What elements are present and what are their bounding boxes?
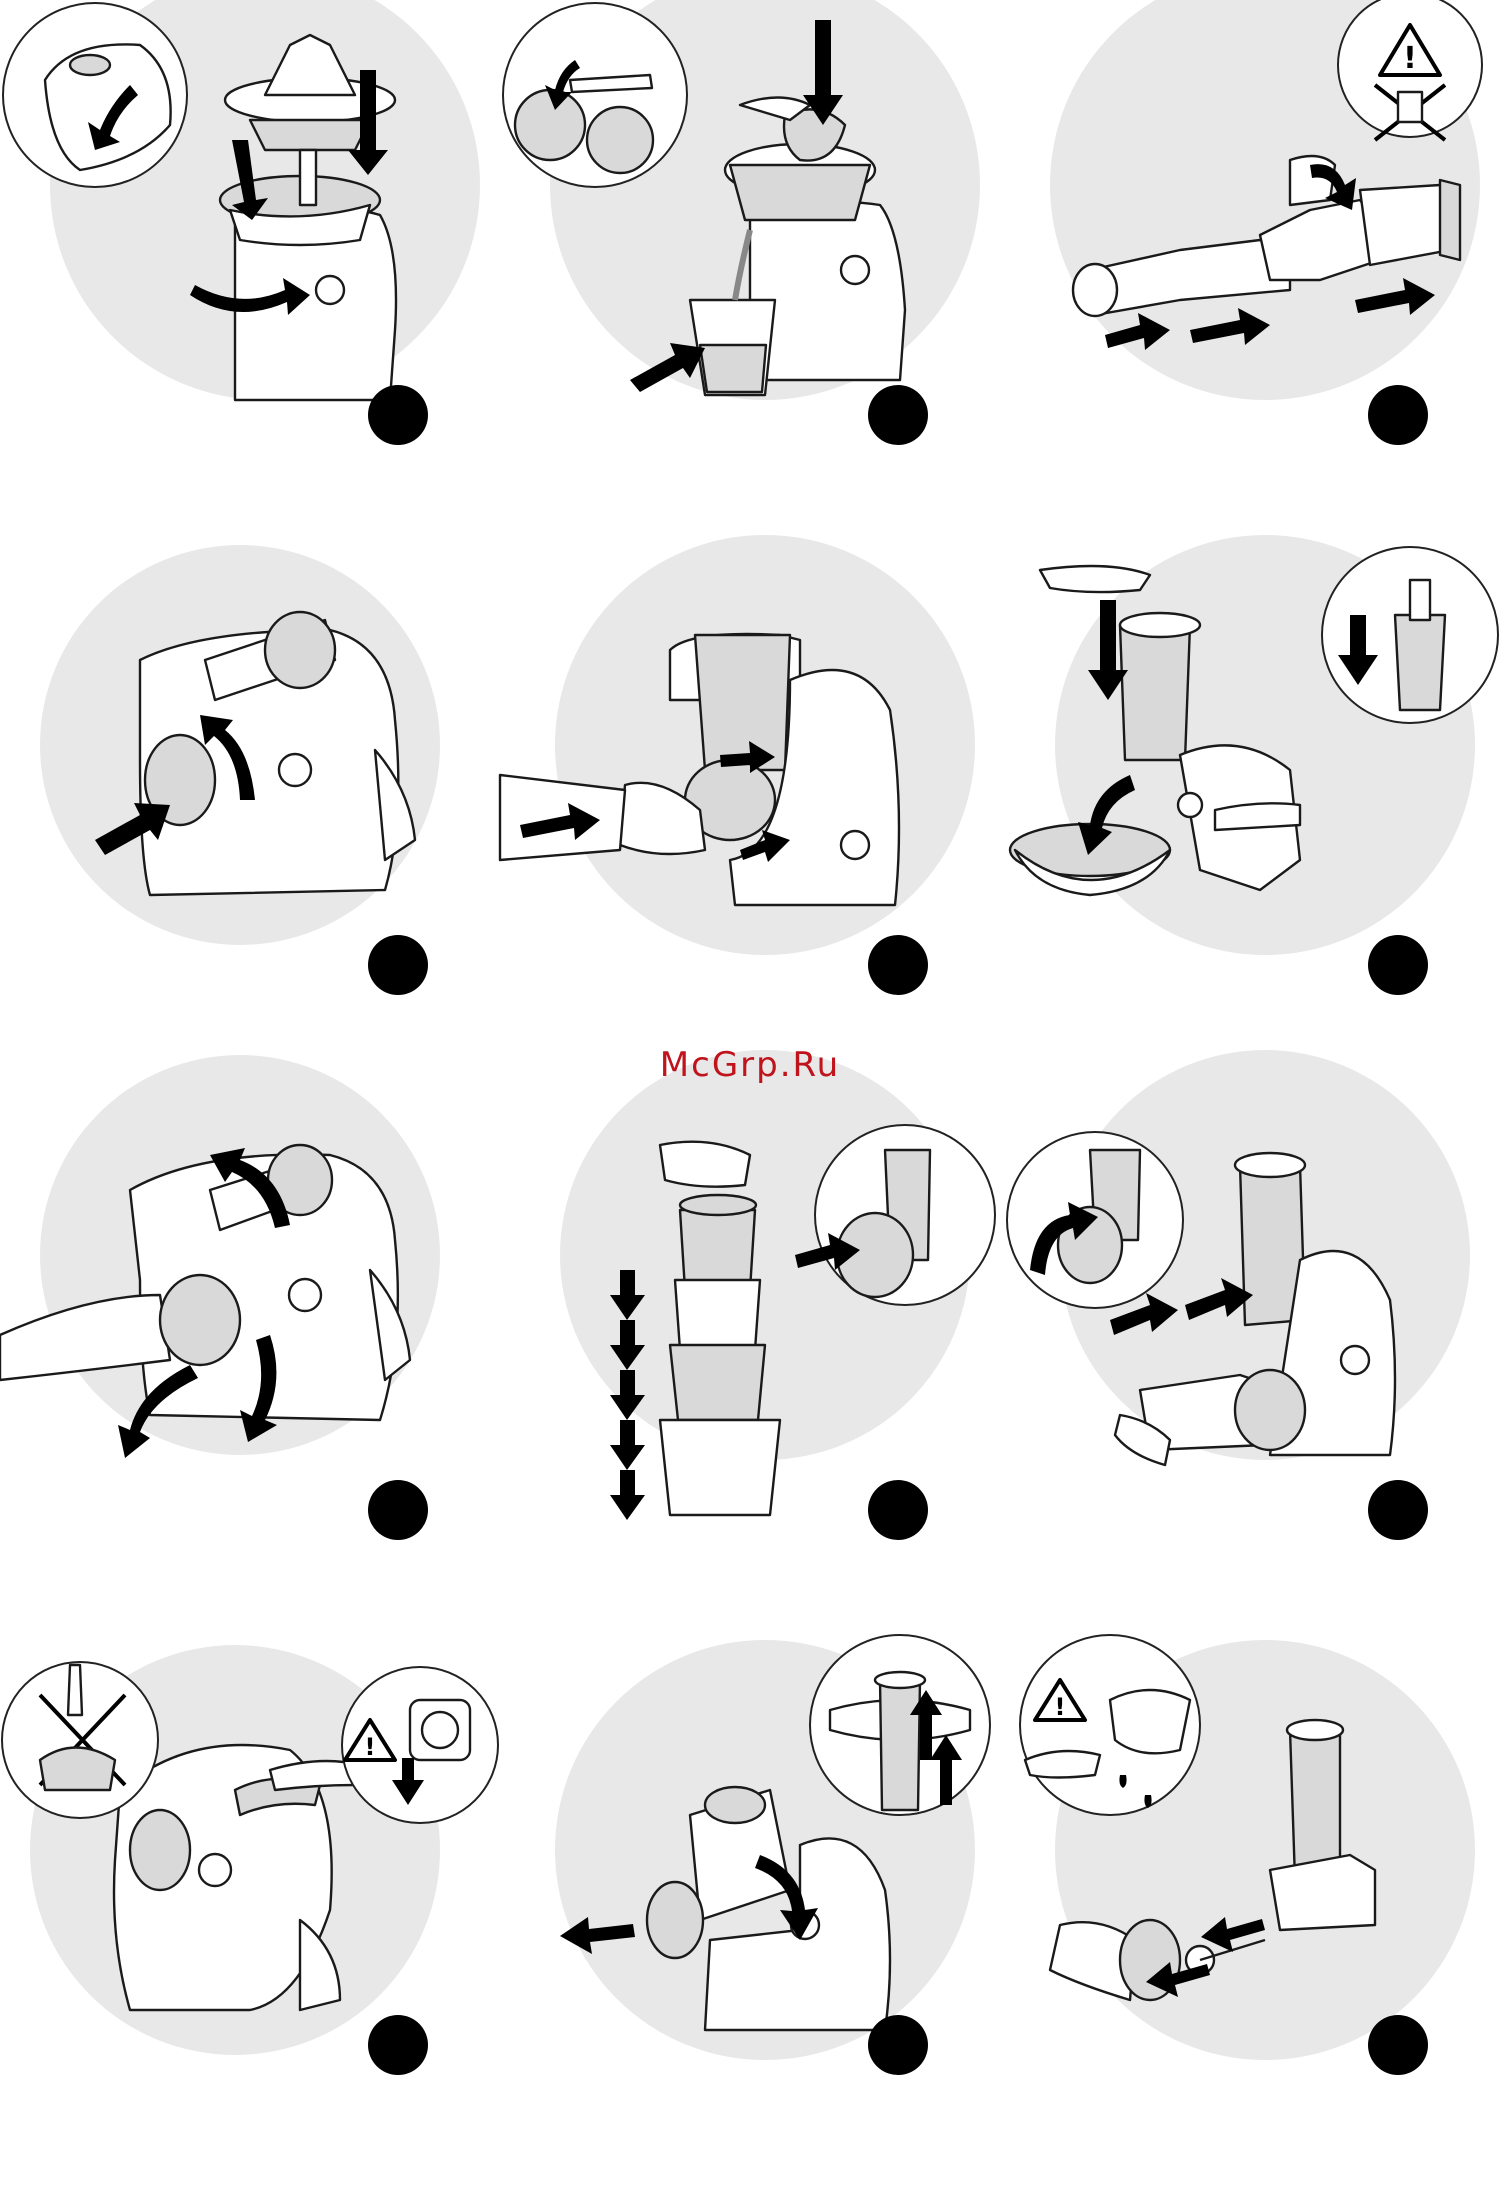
step-panel-2	[500, 0, 1000, 560]
step-panel-8	[500, 1120, 1000, 1680]
step-panel-5	[500, 560, 1000, 1120]
watermark-text: McGrp.Ru	[0, 1045, 1500, 1085]
svg-text:!: !	[1403, 41, 1417, 76]
step-panel-9	[1000, 1120, 1500, 1680]
step-panel-12: !	[1000, 1640, 1500, 2200]
step-panel-4	[0, 560, 500, 1120]
step-panel-1	[0, 0, 500, 560]
step-panel-11	[500, 1640, 1000, 2200]
svg-text:!: !	[365, 1733, 376, 1761]
step-panel-7	[0, 1120, 500, 1680]
step-panel-10: !	[0, 1640, 500, 2200]
step-panel-6	[1000, 560, 1500, 1120]
svg-text:!: !	[1055, 1693, 1066, 1721]
step-panel-3: !	[1000, 0, 1500, 560]
